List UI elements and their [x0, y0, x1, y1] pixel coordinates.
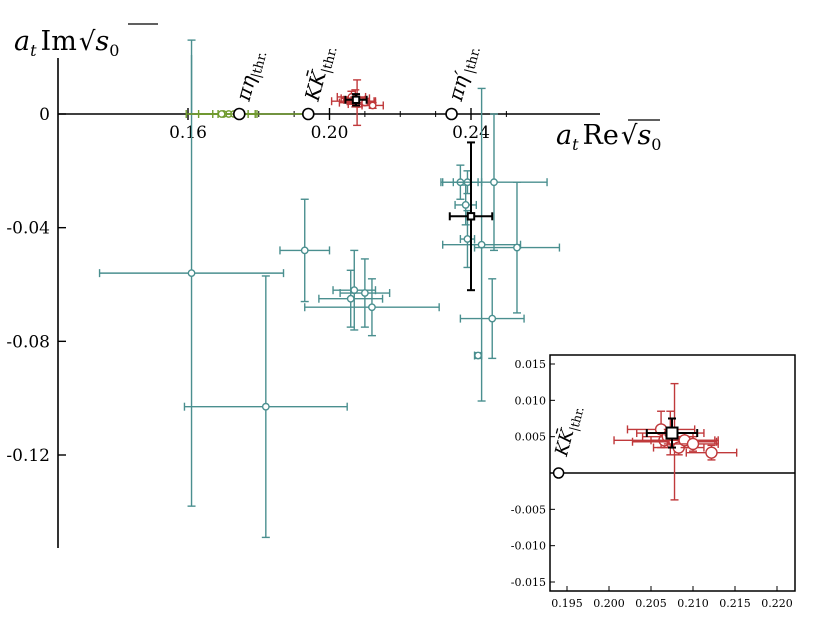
data-point	[368, 101, 377, 110]
data-point	[513, 243, 521, 252]
threshold-label: πη|thr.	[231, 47, 271, 105]
data-point	[705, 446, 718, 459]
threshold-marker	[232, 107, 246, 121]
inset-y-tick-label: -0.005	[511, 503, 546, 516]
inset-y-tick-label: -0.015	[511, 576, 546, 589]
threshold-label-text: KK̄|thr.	[299, 42, 341, 105]
main-axes: 0.16 0.20 0.24 0 -0.04 -0.08 -0.12	[6, 58, 600, 548]
y-tick-label: -0.12	[6, 446, 50, 466]
x-tick-label: 0.16	[169, 123, 207, 143]
x-tick-label: 0.24	[452, 123, 490, 143]
data-point	[474, 351, 482, 360]
inset-x-tick-label: 0.205	[635, 597, 667, 610]
threshold-label-text: πη|thr.	[231, 47, 271, 105]
y-tick-label: 0	[39, 105, 50, 125]
inset-x-tick-label: 0.220	[761, 597, 793, 610]
data-point	[463, 235, 472, 243]
y-tick-label: -0.08	[6, 332, 50, 352]
data-point-square	[665, 426, 679, 440]
inset-x-tick-label: 0.215	[719, 597, 751, 610]
x-tick-label: 0.20	[311, 123, 349, 143]
threshold-label: KK̄|thr.	[299, 42, 341, 105]
inset-y-tick-label: -0.010	[511, 540, 546, 553]
threshold-marker	[445, 107, 458, 121]
inset-threshold-marker	[552, 467, 565, 479]
inset-x-tick-label: 0.200	[593, 597, 625, 610]
data-point	[461, 201, 470, 209]
data-point-square	[351, 95, 361, 104]
data-point	[261, 402, 270, 411]
data-point	[217, 110, 226, 118]
data-point	[488, 314, 497, 323]
data-point	[490, 178, 498, 187]
data-point	[368, 303, 376, 312]
threshold-marker	[301, 107, 315, 121]
data-point	[360, 289, 369, 297]
data-point	[686, 437, 700, 451]
threshold-label: πη′|thr.	[443, 42, 484, 105]
inset-chart: 0.195 0.200 0.205 0.210 0.215 0.220 0.015 0.010…	[511, 354, 796, 610]
data-point-square	[466, 212, 476, 221]
y-tick-label: -0.04	[6, 219, 50, 239]
inset-x-tick-label: 0.195	[551, 597, 583, 610]
inset-y-tick-label: 0.010	[515, 394, 547, 407]
data-point	[187, 269, 196, 278]
inset-x-tick-label: 0.210	[677, 597, 709, 610]
threshold-label-text: πη′|thr.	[443, 42, 484, 105]
data-point	[346, 294, 355, 303]
inset-y-tick-label: 0.015	[515, 358, 547, 371]
inset-y-tick-label: 0.005	[515, 431, 547, 444]
data-point	[300, 246, 309, 255]
